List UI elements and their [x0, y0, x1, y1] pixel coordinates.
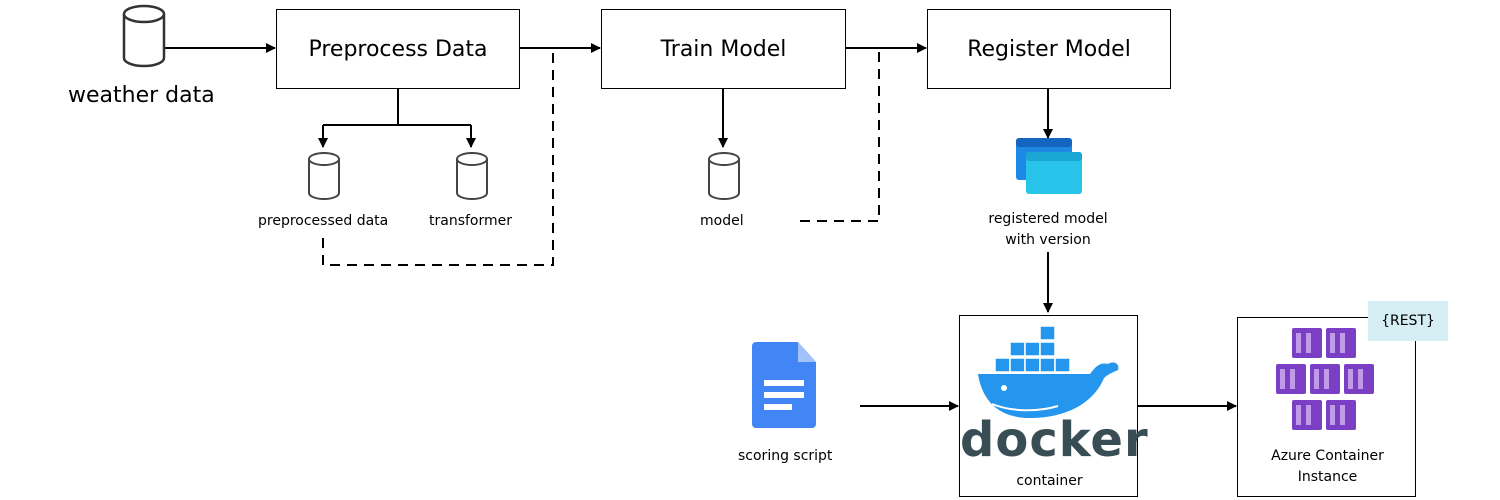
preprocessed-data-database-icon: [308, 152, 340, 200]
model-database-icon: [708, 152, 740, 200]
aci-label-line2: Instance: [1297, 469, 1358, 485]
container-instance-icon: [1276, 328, 1374, 430]
edge-model-feedback: [800, 48, 880, 222]
registered-model-icon: [1016, 138, 1082, 194]
container-label: container: [1016, 473, 1083, 489]
edge-preprocessed-feedback: [322, 48, 554, 266]
registered-model-label: registered model with version: [980, 209, 1116, 251]
registered-model-label-line1: registered model: [988, 211, 1108, 227]
scoring-script-label: scoring script: [738, 448, 833, 464]
preprocess-data-title: Preprocess Data: [308, 36, 488, 62]
docker-wordmark: docker: [960, 412, 1149, 468]
aci-label: Azure Container Instance: [1238, 446, 1417, 488]
aci-label-line1: Azure Container: [1271, 448, 1384, 464]
model-label: model: [700, 213, 744, 229]
weather-data-label: weather data: [68, 83, 215, 108]
scoring-script-document-icon: [752, 342, 816, 428]
edge-preprocess-outputs: [318, 89, 476, 148]
registered-model-label-line2: with version: [1005, 232, 1091, 248]
preprocess-data-node: Preprocess Data: [276, 9, 520, 89]
preprocessed-data-label: preprocessed data: [258, 213, 389, 229]
docker-icon: [978, 325, 1119, 418]
weather-data-database-icon: [122, 4, 166, 68]
register-model-node: Register Model: [927, 9, 1171, 89]
transformer-label: transformer: [429, 213, 513, 229]
transformer-database-icon: [456, 152, 488, 200]
train-model-node: Train Model: [601, 9, 846, 89]
rest-badge: {REST}: [1368, 301, 1448, 341]
azure-container-instance-node: Azure Container Instance: [1237, 317, 1416, 497]
train-model-title: Train Model: [660, 36, 787, 62]
docker-container-node: docker container: [959, 315, 1149, 497]
register-model-title: Register Model: [967, 36, 1131, 62]
